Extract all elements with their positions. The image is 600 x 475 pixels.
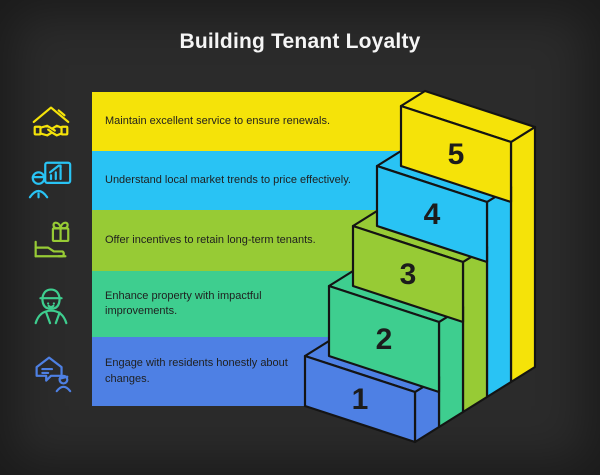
step-band-4-label: Understand local market trends to price … [105, 173, 351, 186]
person-chart-icon [28, 161, 72, 199]
step-band-2-label: Enhance property with impactful improvem… [105, 289, 262, 317]
worker-icon [34, 288, 68, 325]
page-title: Building Tenant Loyalty [179, 30, 421, 53]
step-5-side-face [509, 125, 537, 384]
step-band-1-label: Engage with residents honestly about cha… [105, 357, 288, 385]
step-band-5: Maintain excellent service to ensure ren… [92, 92, 430, 151]
step-band-2: Enhance property with impactful improvem… [92, 271, 430, 337]
step-band-3-label: Offer incentives to retain long-term ten… [105, 233, 316, 246]
house-handshake-icon [32, 106, 70, 137]
house-chat-icon [35, 356, 72, 393]
step-band-3: Offer incentives to retain long-term ten… [92, 210, 430, 271]
step-band-4: Understand local market trends to price … [92, 151, 430, 210]
step-5-number: 5 [448, 138, 465, 171]
hand-gift-icon [34, 221, 70, 258]
step-2-side-face [437, 305, 465, 429]
step-band-1: Engage with residents honestly about cha… [92, 337, 430, 406]
step-4-side-face [485, 185, 513, 399]
step-band-5-label: Maintain excellent service to ensure ren… [105, 114, 331, 127]
step-3-side-face [461, 245, 489, 414]
